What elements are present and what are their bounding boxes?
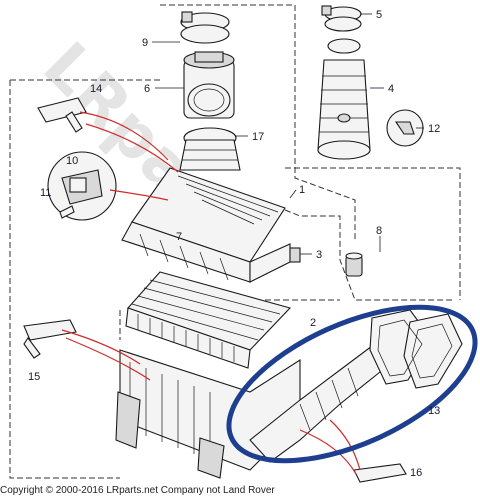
copyright-notice: Copyright © 2000-2016 LRparts.net Compan… [0,485,275,496]
callout-15: 15 [28,371,40,383]
assembly-outlines [9,4,461,479]
callout-4: 4 [388,83,394,95]
callout-13: 13 [428,405,440,417]
bracket-14 [37,97,87,133]
hose-clip-5 [321,5,362,32]
callout-leaders [152,13,424,255]
callout-11: 11 [40,187,51,199]
bracket-16 [353,463,407,483]
callout-labels: 1 2 3 4 5 6 7 8 9 10 11 12 13 14 15 16 1… [28,9,440,479]
mass-air-flow-sensor-6 [183,51,235,119]
callout-17: 17 [252,131,264,143]
bracket-15 [23,319,77,359]
breather-detail-12 [386,109,424,147]
callout-8: 8 [376,225,382,237]
gasket-13 [369,309,463,389]
hose-clip-9 [180,11,230,44]
callout-16: 16 [410,467,422,479]
intake-hose-4 [317,38,371,160]
highlight-ellipse [226,304,478,464]
mounting-detail-10-11 [47,151,117,221]
air-cleaner-lid-1 [121,167,291,283]
callout-14: 14 [90,83,102,95]
callout-6: 6 [144,83,150,95]
callout-5: 5 [376,9,382,21]
callout-12: 12 [428,123,440,135]
callout-7: 7 [176,231,182,243]
callout-10: 10 [66,155,78,167]
grommet-8 [345,252,363,277]
red-leader-lines [61,111,361,475]
callout-3: 3 [316,249,322,261]
callout-9: 9 [142,37,148,49]
elbow-17 [179,127,241,171]
filter-element-2 [125,271,292,369]
callout-1: 1 [299,184,305,196]
clip-3 [289,247,301,263]
callout-2: 2 [310,317,316,329]
